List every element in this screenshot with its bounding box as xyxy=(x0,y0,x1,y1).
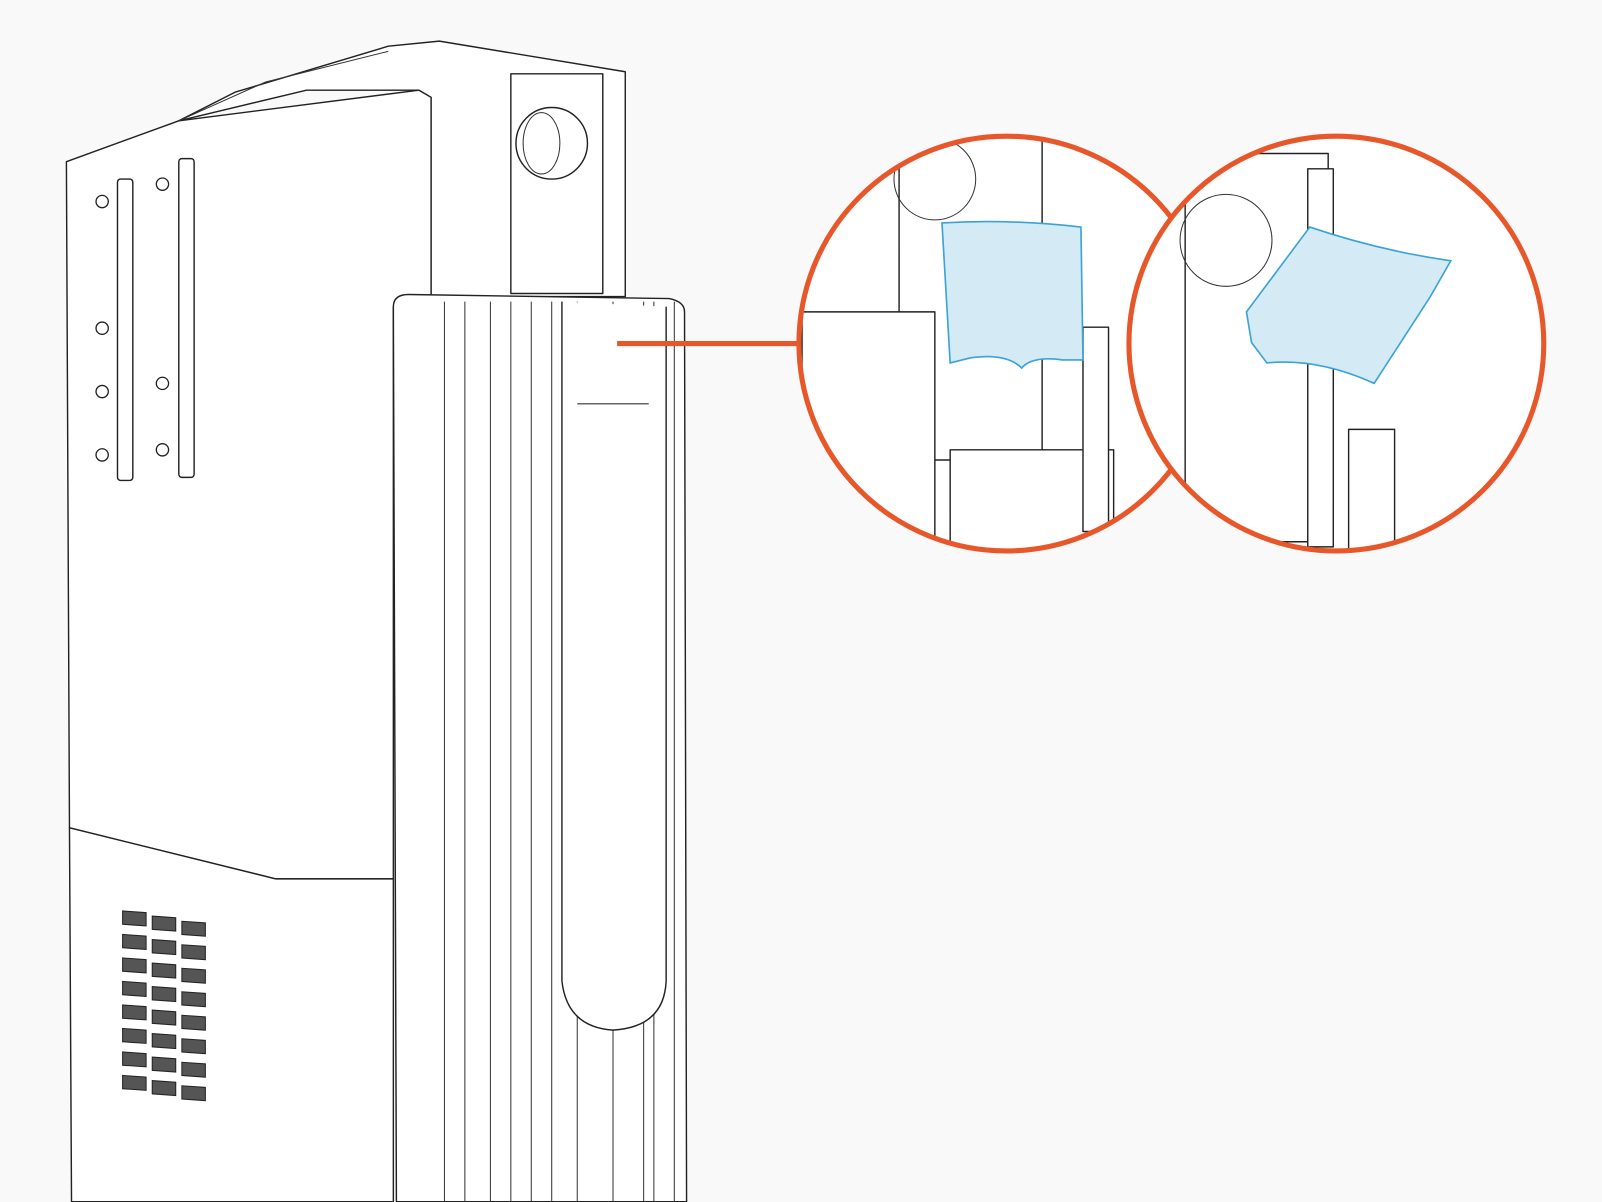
vent-slot xyxy=(122,1051,147,1068)
vent-slot xyxy=(151,915,177,932)
vent-slot xyxy=(122,1027,147,1044)
vent-slot xyxy=(151,1033,177,1050)
vent-slot xyxy=(122,933,147,950)
vent-slot xyxy=(122,910,147,927)
detail-view-opened xyxy=(1126,133,1547,554)
flap-part-opened xyxy=(1245,226,1453,385)
vent-slot xyxy=(151,1056,177,1073)
vent-slot xyxy=(151,1080,177,1097)
unit-body xyxy=(65,40,626,1202)
vent-slot xyxy=(181,1038,206,1055)
vent-slot xyxy=(122,1074,147,1091)
vent-slot xyxy=(151,962,177,979)
vent-slot xyxy=(151,986,177,1003)
vent-slot xyxy=(122,957,147,974)
vent-slot xyxy=(181,1061,206,1078)
vent-slot xyxy=(181,991,206,1008)
vent-slot xyxy=(122,980,147,997)
flap-part-closed xyxy=(941,220,1084,370)
vent-slot xyxy=(151,939,177,956)
vent-slot xyxy=(151,1009,177,1026)
vent-slot xyxy=(181,1085,206,1102)
vent-slot xyxy=(181,944,206,961)
tower-column xyxy=(392,293,688,1202)
vent-slot xyxy=(181,920,206,937)
vent-slot xyxy=(122,1004,147,1021)
vent-slot xyxy=(181,967,206,984)
detail-view-closed xyxy=(796,133,1217,554)
fan-opening xyxy=(510,73,604,295)
vent-slot xyxy=(181,1014,206,1031)
mounting-brackets xyxy=(95,157,195,482)
vent-grille xyxy=(122,910,206,1102)
